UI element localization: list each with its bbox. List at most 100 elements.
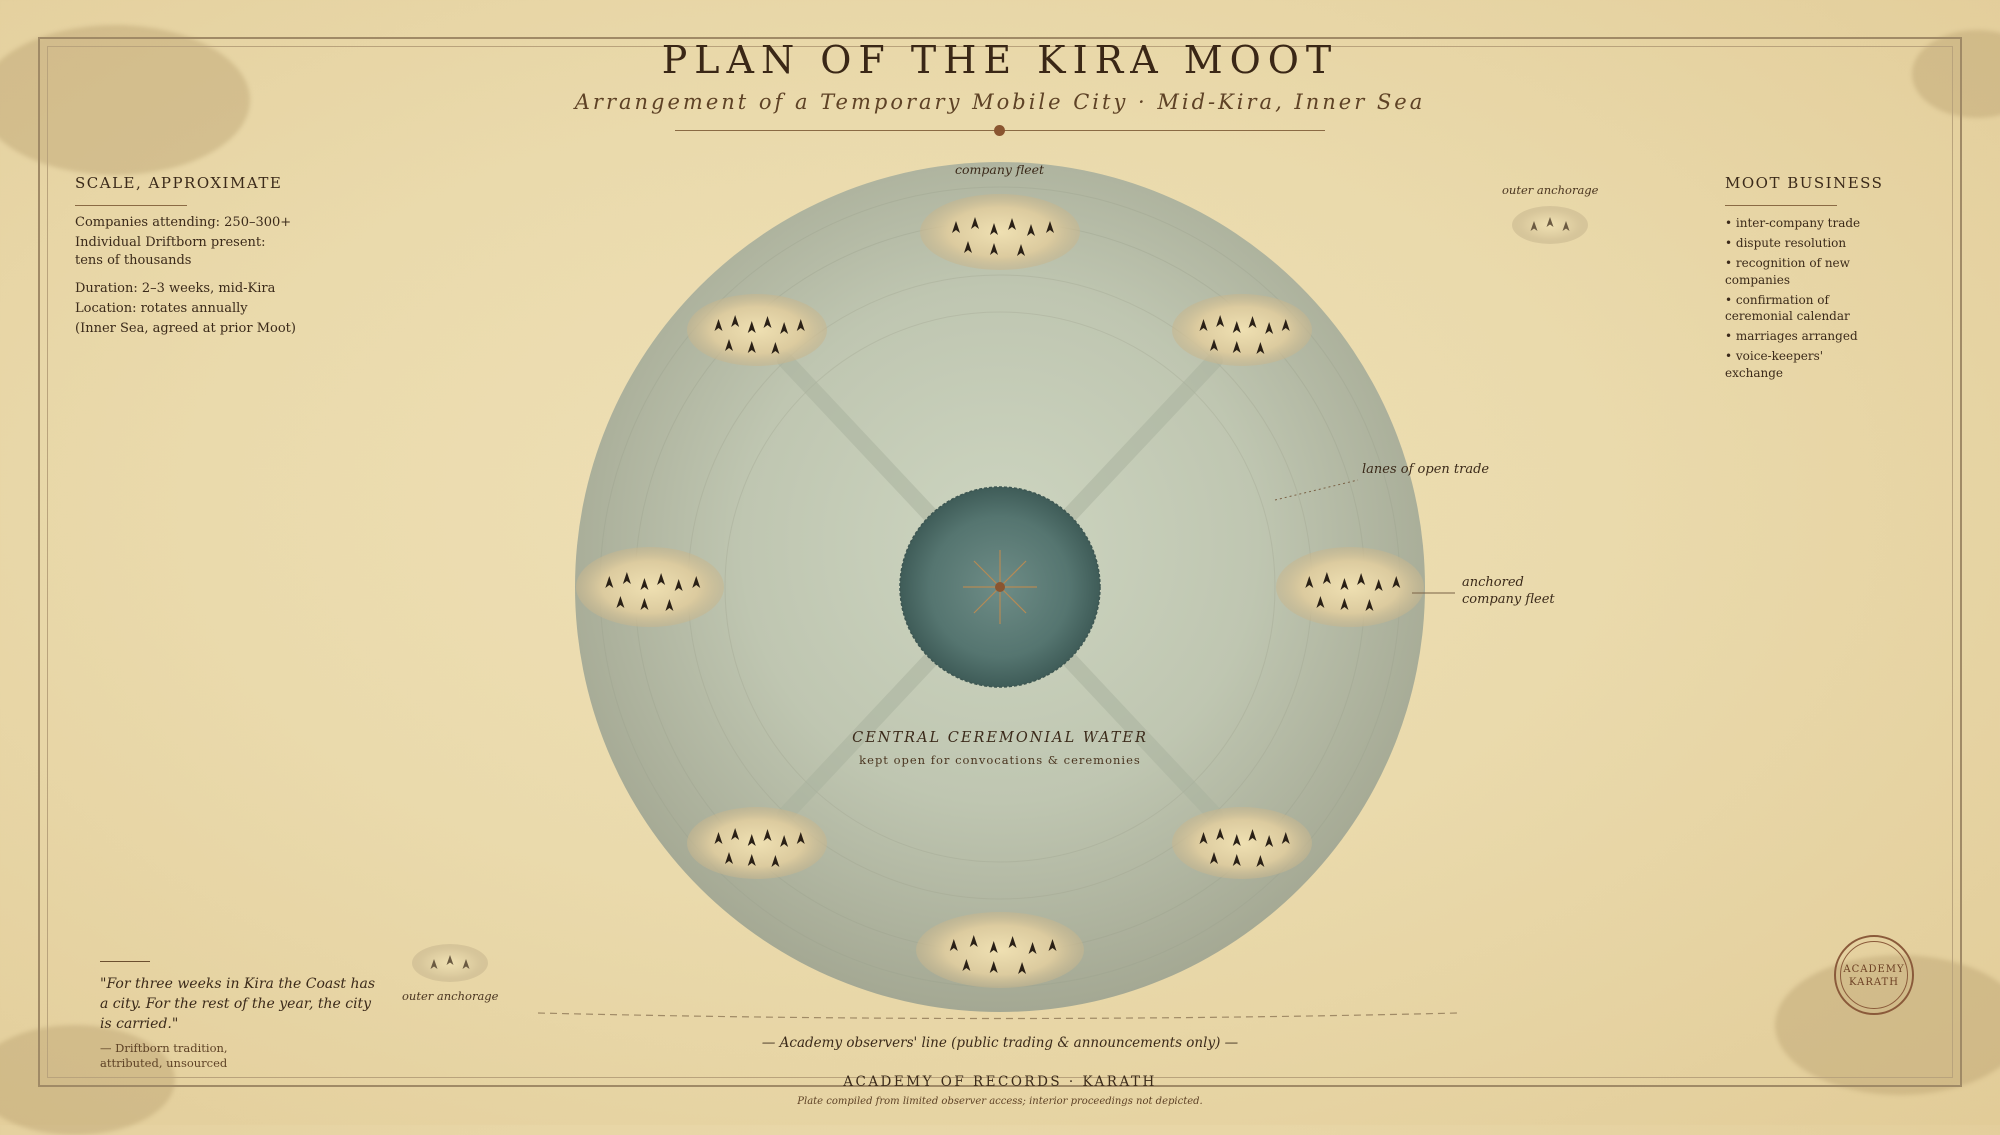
outer-frame [38,37,1962,1087]
outer-anchorage-label-bottom: outer anchorage [402,989,499,1003]
ship-icon [1048,939,1057,951]
outer-anchorage-label-top: outer anchorage [1502,183,1599,197]
outer-anchorages [412,206,1588,982]
academy-seal-inner-ring [1840,941,1908,1009]
ship-icon [964,241,972,253]
company-fleet-label: company fleet [955,162,1045,177]
ship-icon [990,223,998,235]
ship-icon [771,342,780,354]
inner-frame [47,46,1953,1078]
ship-icon [1357,573,1366,585]
ship-icon [969,935,978,947]
ship-icon [657,573,666,585]
scale-line: Location: rotates annually [75,301,248,316]
ship-icon [949,939,958,951]
observers-caption: — Academy observers' line (public tradin… [761,1035,1239,1051]
ship-icon [1248,316,1257,328]
ship-icon [1562,221,1570,231]
academy-name: ACADEMY OF RECORDS · KARATH [843,1074,1157,1090]
central-water-title: CENTRAL CEREMONIAL WATER [852,730,1148,746]
business-heading: MOOT BUSINESS [1725,174,1884,192]
ship-icon [692,576,701,588]
ship-icon [763,829,772,841]
anchored-fleet-label-line2: company fleet [1462,592,1555,607]
outer-anchorage [412,944,488,982]
ship-icon [1281,319,1290,331]
water-ring [724,311,1276,863]
seal-line: KARATH [1849,977,1899,988]
ship-icon [1392,576,1401,588]
ship-icon [1210,852,1218,864]
ship-icon [1265,835,1274,847]
ship-icon [1216,828,1225,840]
business-item: • inter-company trade [1725,216,1861,230]
ship-icon [971,217,979,229]
ship-icon [780,835,789,847]
scale-line: Duration: 2–3 weeks, mid-Kira [75,281,276,296]
company-fleets [576,194,1424,988]
plate-note: Plate compiled from limited observer acc… [797,1096,1203,1107]
ship-icon [1265,322,1274,334]
ship-icon [1232,834,1241,846]
academy-seal-text: ACADEMY KARATH [1836,963,1912,989]
ship-icon [1374,579,1383,591]
ship-icon [747,321,756,333]
ship-icon [747,834,756,846]
scale-line: (Inner Sea, agreed at prior Moot) [75,321,296,336]
ship-icon [1256,855,1265,867]
trade-lane [1057,647,1223,823]
ship-icon [1210,339,1218,351]
page-subtitle: Arrangement of a Temporary Mobile City ·… [574,90,1426,114]
anchored-fleet-label-line1: anchored [1462,575,1524,590]
ship-icon [622,572,631,584]
title-divider-ornament [994,125,1005,136]
scale-line: tens of thousands [75,253,192,268]
page-title: PLAN OF THE KIRA MOOT [661,38,1339,82]
fleet-patch [687,294,827,366]
business-item: • marriages arranged [1725,329,1858,343]
ship-icon [674,579,683,591]
business-list: • inter-company trade • dispute resoluti… [1725,215,1875,385]
ship-icon [462,959,470,969]
quote-attribution-line: — Driftborn tradition, [100,1041,228,1055]
ship-icon [640,578,649,590]
ship-icon [990,243,998,255]
ship-icon [1322,572,1331,584]
fleet-patch [1172,807,1312,879]
ship-icon [1199,832,1208,844]
fleet-north-east [1172,294,1312,366]
business-item: • voice-keepers' exchange [1725,349,1824,380]
trade-lane [777,352,943,528]
anchorage-patch [412,944,488,982]
fleet-north-west [687,294,827,366]
trade-lanes [777,352,1223,823]
ship-icon [1008,936,1017,948]
fleet-patch [576,547,724,627]
ship-icon [430,959,438,969]
ship-icon [1340,578,1349,590]
paper-stain [0,25,250,175]
ship-icon [616,596,625,608]
seal-line: ACADEMY [1843,964,1905,975]
fleet-patch [687,807,827,879]
scale-line: Individual Driftborn present: [75,235,266,250]
ship-icon [731,828,740,840]
ship-icon [640,598,649,610]
ship-icon [1008,218,1016,230]
ship-icon [725,852,733,864]
ship-icon [605,576,614,588]
fleet-north [920,194,1080,270]
ship-icon [796,319,805,331]
ship-icon [1232,321,1241,333]
business-item: • recognition of new companies [1725,256,1850,287]
anchorage-patch [1512,206,1588,244]
ship-icon [747,341,756,353]
scale-heading-rule [75,205,187,206]
quote-rule [100,961,150,962]
ship-icon [1232,341,1241,353]
fleet-west [576,547,724,627]
lanes-label: lanes of open trade [1362,462,1490,477]
ship-icon [1281,832,1290,844]
central-water-subtitle: kept open for convocations & ceremonies [859,753,1141,767]
